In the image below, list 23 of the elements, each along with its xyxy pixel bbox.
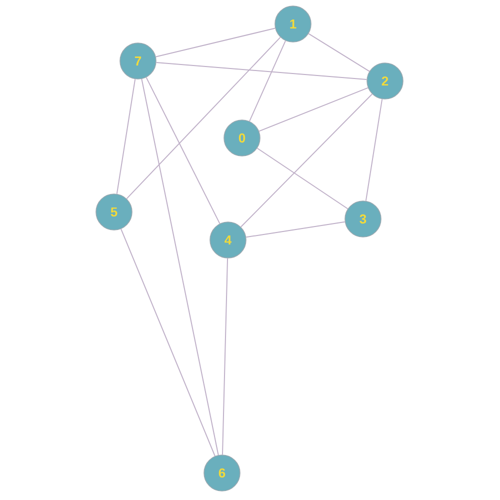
edge-line — [308, 33, 370, 72]
edge-line — [141, 78, 219, 456]
graph-node: 3 — [344, 200, 382, 238]
edge-line — [116, 78, 136, 194]
edge-line — [365, 98, 383, 202]
edge-line — [240, 94, 373, 228]
edge-line — [120, 228, 216, 456]
edge-line — [156, 62, 368, 80]
edge-line — [256, 148, 348, 210]
graph-node: 1 — [274, 6, 312, 42]
edge-line — [155, 28, 276, 58]
edge-line — [249, 40, 286, 122]
graph-node: 6 — [204, 454, 240, 492]
graph-node: 7 — [120, 42, 156, 80]
edge-line — [146, 76, 220, 224]
edge-line — [126, 36, 281, 200]
graph-node: 5 — [96, 194, 132, 230]
graph-node: 0 — [224, 120, 260, 156]
graph-node: 4 — [210, 222, 246, 258]
edge-line — [222, 258, 228, 456]
graph-node: 2 — [366, 62, 404, 100]
edge-line — [246, 221, 346, 238]
edge-line — [258, 87, 368, 132]
